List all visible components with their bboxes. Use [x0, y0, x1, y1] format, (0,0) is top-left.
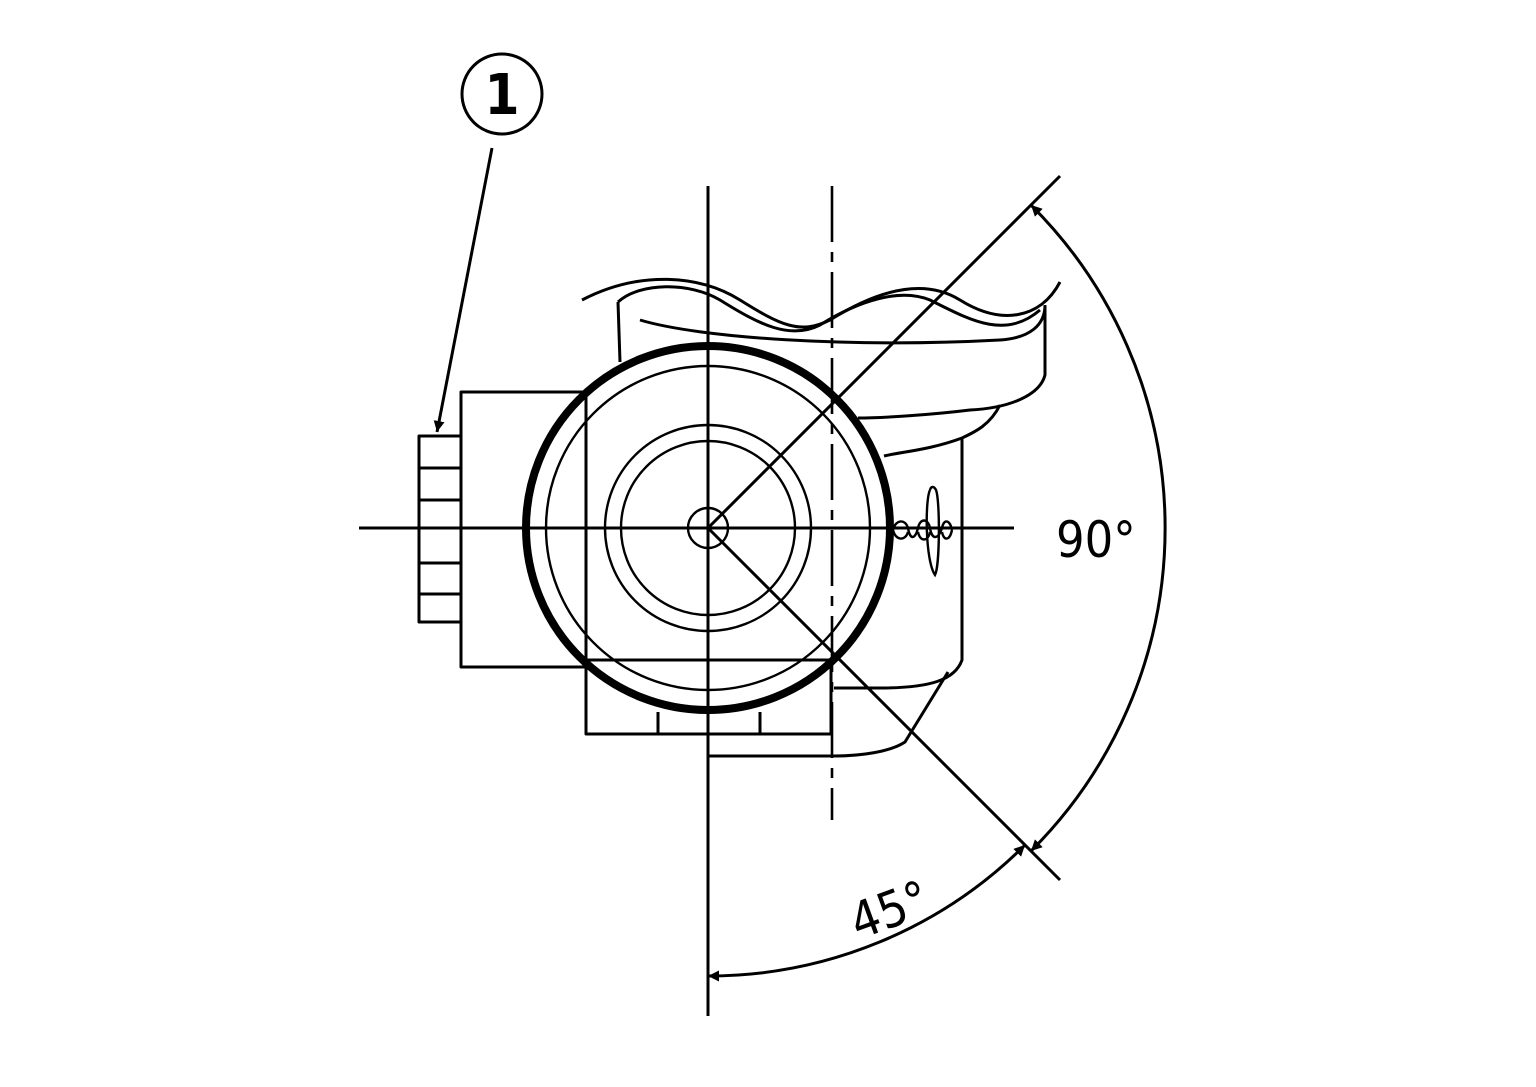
lower-diagonal-line — [706, 526, 1062, 882]
spring-screw — [891, 485, 954, 578]
right-block — [834, 438, 964, 690]
angle-arc-90 — [1029, 203, 1167, 853]
angle-dimensions: 90° 45° — [707, 203, 1167, 982]
housing-left-edge — [616, 301, 622, 363]
upper-diagonal-line — [706, 174, 1062, 530]
housing-top-wave-inner — [616, 285, 1041, 333]
angle-label-90: 90° — [1056, 511, 1136, 569]
lower-right-block — [708, 671, 950, 758]
angle-arc-45 — [707, 843, 1027, 982]
screw-pin — [925, 485, 941, 578]
callout-circle — [460, 52, 544, 136]
spring-coil — [891, 519, 954, 539]
reference-lines — [359, 174, 1062, 1016]
callout-number: 1 — [484, 63, 519, 128]
callout-leader-arrow — [433, 147, 494, 433]
callout-1: 1 — [433, 52, 544, 433]
angle-label-45: 45° — [842, 870, 937, 952]
